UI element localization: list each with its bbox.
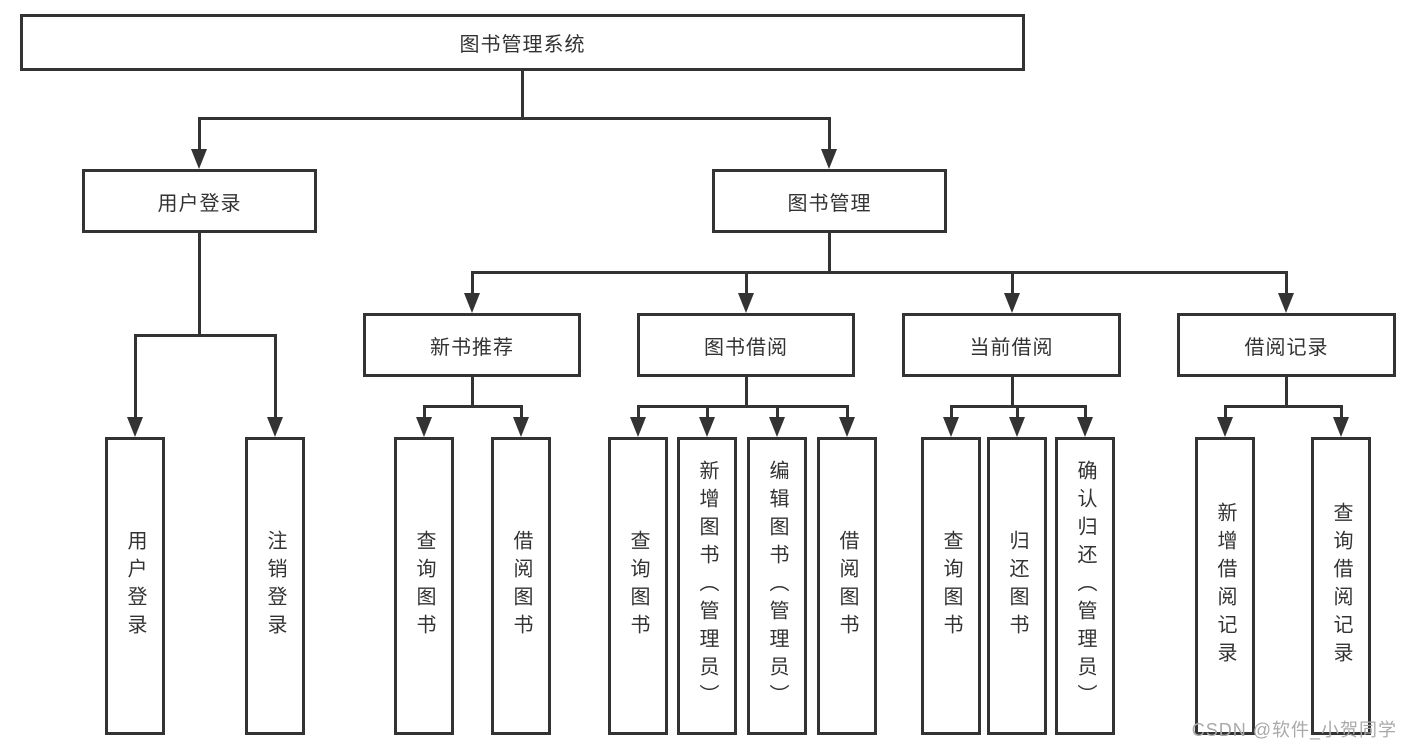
csdn-watermark: CSDN @软件_小贺同学 — [1191, 720, 1397, 740]
node-new-book-recommend: 新书推荐 — [363, 313, 581, 377]
connector-user-login-stem — [197, 233, 201, 335]
node-leaf-edit-books-admin-label: 编辑图书（管理员） — [766, 460, 788, 712]
connector-drop-section — [470, 272, 474, 293]
arrow-down-icon — [943, 417, 959, 437]
connector-drop-leaf — [519, 406, 523, 417]
node-book-management-label: 图书管理 — [787, 192, 872, 215]
node-leaf-user-login-label: 用户登录 — [124, 530, 146, 642]
node-leaf-add-books-admin-label: 新增图书（管理员） — [696, 460, 718, 712]
arrow-down-icon — [839, 417, 855, 437]
node-leaf-query-borrow-record-label: 查询借阅记录 — [1330, 502, 1352, 670]
connector-drop-user-login — [197, 118, 201, 149]
connector-drop-leaf — [705, 406, 709, 417]
connector-book-mgmt-stem — [827, 233, 831, 272]
connector-l3-split — [470, 270, 1288, 274]
connector-borrowing-split — [636, 404, 849, 408]
node-leaf-borrow-books-2: 借阅图书 — [817, 437, 877, 735]
connector-drop-leaf — [636, 406, 640, 417]
connector-drop-leaf — [422, 406, 426, 417]
node-leaf-confirm-return-admin-label: 确认归还（管理员） — [1074, 460, 1096, 712]
arrow-down-icon — [630, 417, 646, 437]
node-leaf-edit-books-admin: 编辑图书（管理员） — [747, 437, 807, 735]
node-new-book-recommend-label: 新书推荐 — [430, 336, 514, 359]
node-leaf-query-books-1: 查询图书 — [394, 437, 454, 735]
connector-recommend-split — [422, 404, 523, 408]
connector-drop-leaf — [845, 406, 849, 417]
arrow-down-icon — [769, 417, 785, 437]
node-user-login-label: 用户登录 — [157, 192, 242, 215]
connector-l2-split — [197, 116, 831, 120]
arrow-down-icon — [738, 293, 754, 313]
node-leaf-return-books: 归还图书 — [987, 437, 1047, 735]
arrow-down-icon — [1278, 293, 1294, 313]
node-book-borrowing-label: 图书借阅 — [704, 336, 788, 359]
arrow-down-icon — [821, 149, 837, 169]
arrow-down-icon — [191, 149, 207, 169]
node-leaf-query-books-3-label: 查询图书 — [940, 530, 962, 642]
arrow-down-icon — [1004, 293, 1020, 313]
connector-drop-section — [744, 272, 748, 293]
node-leaf-borrow-books-1-label: 借阅图书 — [510, 530, 532, 642]
connector-drop-leaf — [775, 406, 779, 417]
node-root-label: 图书管理系统 — [459, 34, 586, 56]
node-leaf-borrow-books-2-label: 借阅图书 — [836, 530, 858, 642]
node-leaf-logout-label: 注销登录 — [264, 530, 286, 642]
connector-drop-leaf — [1223, 406, 1227, 417]
node-borrowing-records: 借阅记录 — [1177, 313, 1396, 377]
connector-drop-leaf — [273, 335, 277, 417]
connector-drop-leaf — [1015, 406, 1019, 417]
connector-drop-leaf — [133, 335, 137, 417]
connector-borrowing-stem — [744, 377, 748, 406]
arrow-down-icon — [267, 417, 283, 437]
arrow-down-icon — [127, 417, 143, 437]
connector-root-stem — [520, 70, 524, 118]
connector-drop-section — [1010, 272, 1014, 293]
node-leaf-confirm-return-admin: 确认归还（管理员） — [1055, 437, 1115, 735]
connector-user-login-split — [133, 333, 277, 337]
connector-records-stem — [1284, 377, 1288, 406]
node-current-borrowing: 当前借阅 — [902, 313, 1121, 377]
arrow-down-icon — [1333, 417, 1349, 437]
connector-drop-leaf — [1083, 406, 1087, 417]
node-borrowing-records-label: 借阅记录 — [1244, 336, 1329, 359]
arrow-down-icon — [1217, 417, 1233, 437]
node-leaf-add-borrow-record-label: 新增借阅记录 — [1214, 502, 1236, 670]
arrow-down-icon — [1077, 417, 1093, 437]
arrow-down-icon — [1009, 417, 1025, 437]
arrow-down-icon — [699, 417, 715, 437]
connector-drop-book-mgmt — [827, 118, 831, 149]
arrow-down-icon — [416, 417, 432, 437]
node-leaf-logout: 注销登录 — [245, 437, 305, 735]
connector-recommend-stem — [470, 377, 474, 406]
connector-drop-leaf — [1339, 406, 1343, 417]
node-leaf-add-books-admin: 新增图书（管理员） — [677, 437, 737, 735]
node-leaf-query-borrow-record: 查询借阅记录 — [1311, 437, 1371, 735]
node-leaf-query-books-1-label: 查询图书 — [413, 530, 435, 642]
connector-drop-leaf — [949, 406, 953, 417]
node-user-login: 用户登录 — [82, 169, 317, 233]
node-root-library-system: 图书管理系统 — [20, 14, 1025, 71]
node-leaf-query-books-3: 查询图书 — [921, 437, 981, 735]
node-leaf-return-books-label: 归还图书 — [1006, 530, 1028, 642]
node-book-management: 图书管理 — [712, 169, 947, 233]
node-leaf-query-books-2: 查询图书 — [608, 437, 668, 735]
arrow-down-icon — [513, 417, 529, 437]
node-leaf-user-login: 用户登录 — [105, 437, 165, 735]
connector-current-stem — [1010, 377, 1014, 406]
node-current-borrowing-label: 当前借阅 — [969, 336, 1054, 359]
node-leaf-borrow-books-1: 借阅图书 — [491, 437, 551, 735]
connector-drop-section — [1284, 272, 1288, 293]
arrow-down-icon — [464, 293, 480, 313]
node-leaf-query-books-2-label: 查询图书 — [627, 530, 649, 642]
node-book-borrowing: 图书借阅 — [637, 313, 855, 377]
node-leaf-add-borrow-record: 新增借阅记录 — [1195, 437, 1255, 735]
connector-records-split — [1223, 404, 1343, 408]
